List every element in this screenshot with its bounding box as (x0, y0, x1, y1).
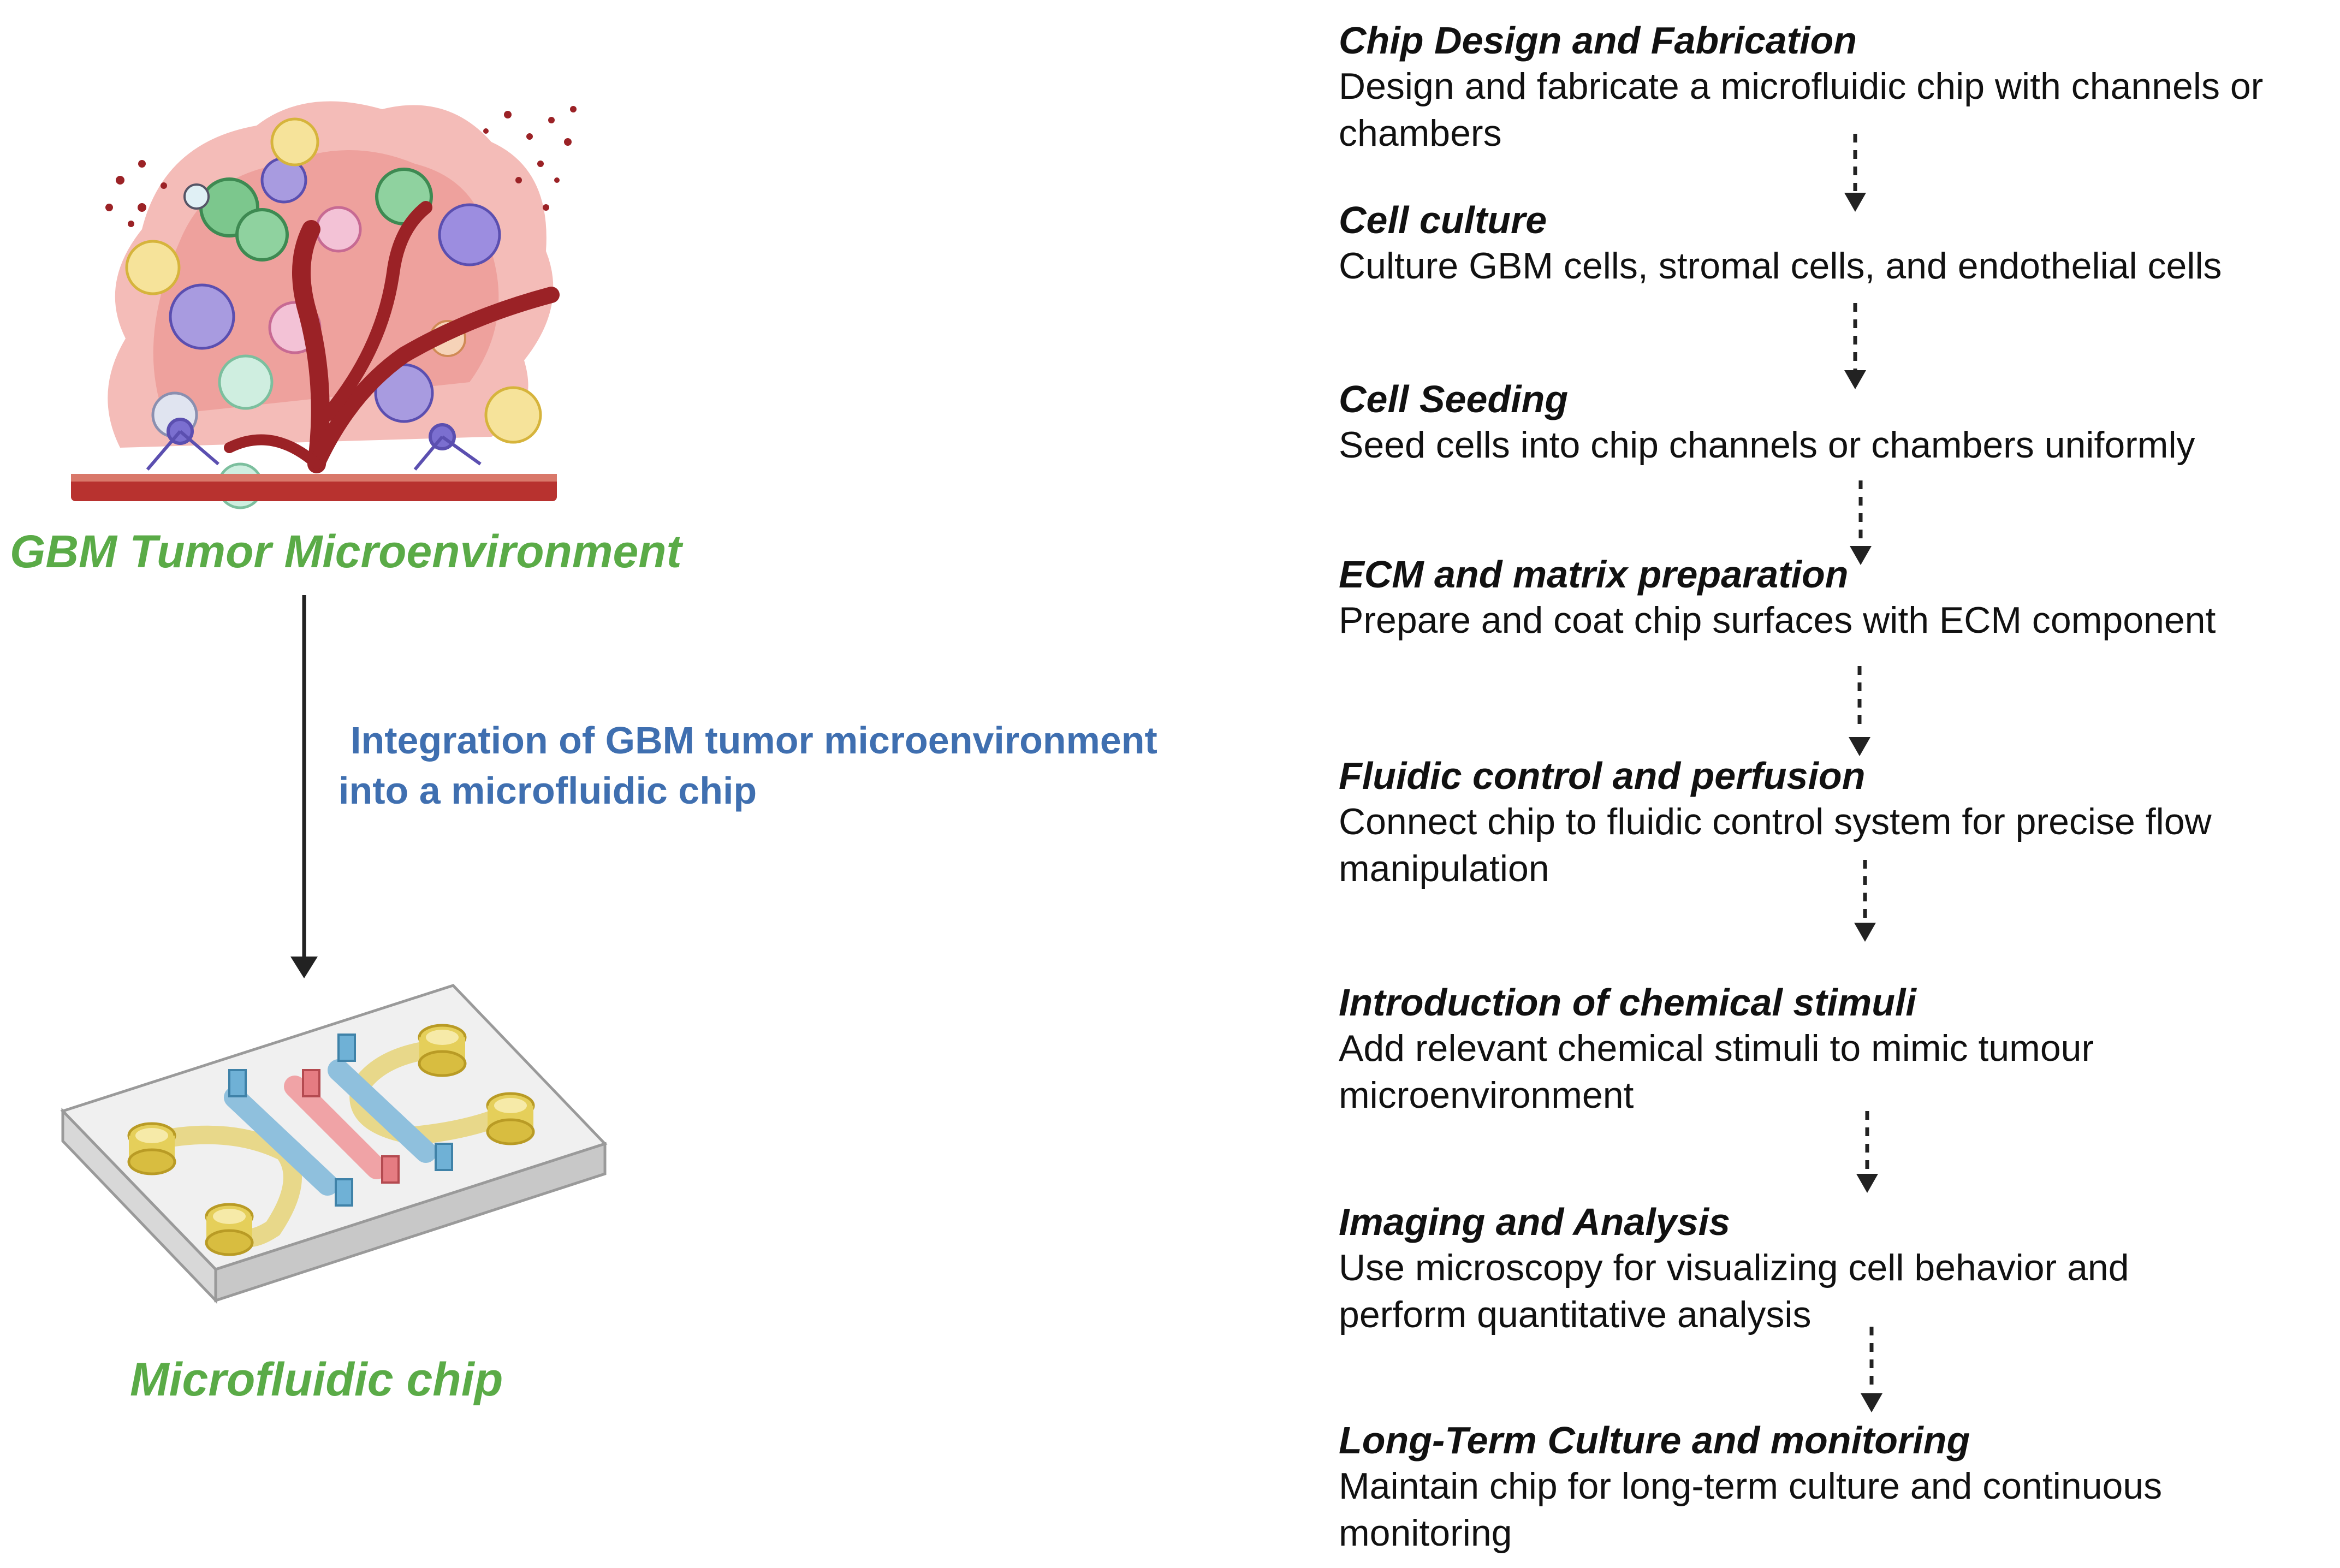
step-description: Connect chip to fluidic control system f… (1339, 801, 2212, 889)
step-imaging-analysis: Imaging and Analysis Use microscopy for … (1339, 1199, 2332, 1338)
step-cell-seeding: Cell Seeding Seed cells into chip channe… (1339, 377, 2332, 468)
integration-text-line1: Integration of GBM tumor microenvironmen… (351, 719, 1157, 762)
step-title: Cell culture (1339, 199, 1547, 241)
integration-arrow-head (290, 957, 318, 978)
tumor-microenvironment-label: GBM Tumor Microenvironment (10, 526, 682, 577)
step-arrows (1853, 134, 1874, 1392)
integration-text: Integration of GBM tumor microenvironmen… (338, 715, 1157, 816)
step-description: Design and fabricate a microfluidic chip… (1339, 66, 2264, 154)
step-title: Fluidic control and perfusion (1339, 755, 1866, 797)
step-long-term-culture: Long-Term Culture and monitoring Maintai… (1339, 1418, 2332, 1557)
step-title: Long-Term Culture and monitoring (1339, 1419, 1970, 1462)
integration-text-line2: into a microfluidic chip (338, 769, 757, 812)
step-description: Add relevant chemical stimuli to mimic t… (1339, 1027, 2094, 1116)
step-description: Prepare and coat chip surfaces with ECM … (1339, 599, 2216, 641)
tumor-microenvironment-illustration (71, 101, 577, 509)
step-description: Maintain chip for long-term culture and … (1339, 1465, 2163, 1554)
step-fluidic-control: Fluidic control and perfusion Connect ch… (1339, 753, 2332, 892)
step-ecm-preparation: ECM and matrix preparation Prepare and c… (1339, 552, 2332, 644)
step-title: Introduction of chemical stimuli (1339, 981, 1916, 1024)
step-title: Imaging and Analysis (1339, 1201, 1731, 1243)
step-title: ECM and matrix preparation (1339, 553, 1849, 596)
step-title: Chip Design and Fabrication (1339, 19, 1857, 62)
step-chip-design: Chip Design and Fabrication Design and f… (1339, 18, 2332, 157)
step-description: Use microscopy for visualizing cell beha… (1339, 1247, 2129, 1335)
microfluidic-chip-illustration (60, 984, 608, 1304)
step-description: Seed cells into chip channels or chamber… (1339, 424, 2195, 466)
microfluidic-chip-label: Microfluidic chip (130, 1353, 503, 1406)
step-title: Cell Seeding (1339, 378, 1569, 420)
step-cell-culture: Cell culture Culture GBM cells, stromal … (1339, 198, 2332, 289)
step-description: Culture GBM cells, stromal cells, and en… (1339, 245, 2222, 287)
step-chemical-stimuli: Introduction of chemical stimuli Add rel… (1339, 980, 2332, 1119)
